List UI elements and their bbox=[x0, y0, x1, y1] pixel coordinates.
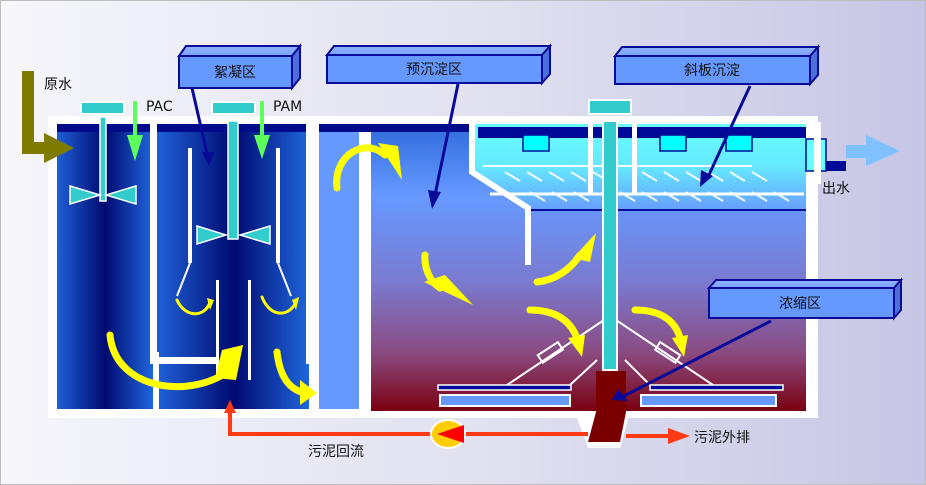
sludge-pump-icon bbox=[430, 419, 466, 449]
mixer-1 bbox=[69, 101, 137, 206]
pam-label: PAM bbox=[273, 99, 302, 115]
outlet-water-label: 出水 bbox=[822, 181, 850, 197]
pac-dosing-arrow bbox=[127, 101, 143, 161]
callout-flocculation-label: 絮凝区 bbox=[214, 64, 256, 81]
mixer-2 bbox=[196, 101, 271, 246]
callout-flocculation: 絮凝区 bbox=[177, 43, 303, 166]
callout-inclined-plate-label: 斜板沉淀 bbox=[684, 63, 740, 79]
callout-thickening: 浓缩区 bbox=[612, 277, 904, 401]
raw-water-arrow bbox=[22, 71, 74, 163]
outlet-pipe bbox=[826, 161, 846, 171]
sludge-discharge-label: 污泥外排 bbox=[694, 430, 750, 446]
outlet-arrow bbox=[846, 135, 900, 166]
callout-inclined-plate: 斜板沉淀 bbox=[612, 44, 821, 187]
pac-label: PAC bbox=[146, 99, 173, 115]
inlet-baffle bbox=[359, 156, 371, 418]
thickening-zone bbox=[437, 99, 784, 442]
raw-water-label: 原水 bbox=[44, 77, 72, 93]
callout-pre-sedimentation: 预沉淀区 bbox=[324, 43, 553, 209]
flow-arrowheads bbox=[207, 143, 688, 405]
callout-thickening-label: 浓缩区 bbox=[779, 296, 821, 312]
callout-pre-sedimentation-label: 预沉淀区 bbox=[406, 62, 462, 78]
outlet-wall bbox=[814, 122, 821, 184]
sludge-return-label: 污泥回流 bbox=[308, 444, 364, 460]
pam-dosing-arrow bbox=[254, 101, 270, 159]
sludge-discharge-line bbox=[626, 428, 690, 444]
flow-arrows bbox=[106, 144, 684, 397]
sludge-return-line bbox=[224, 400, 588, 436]
